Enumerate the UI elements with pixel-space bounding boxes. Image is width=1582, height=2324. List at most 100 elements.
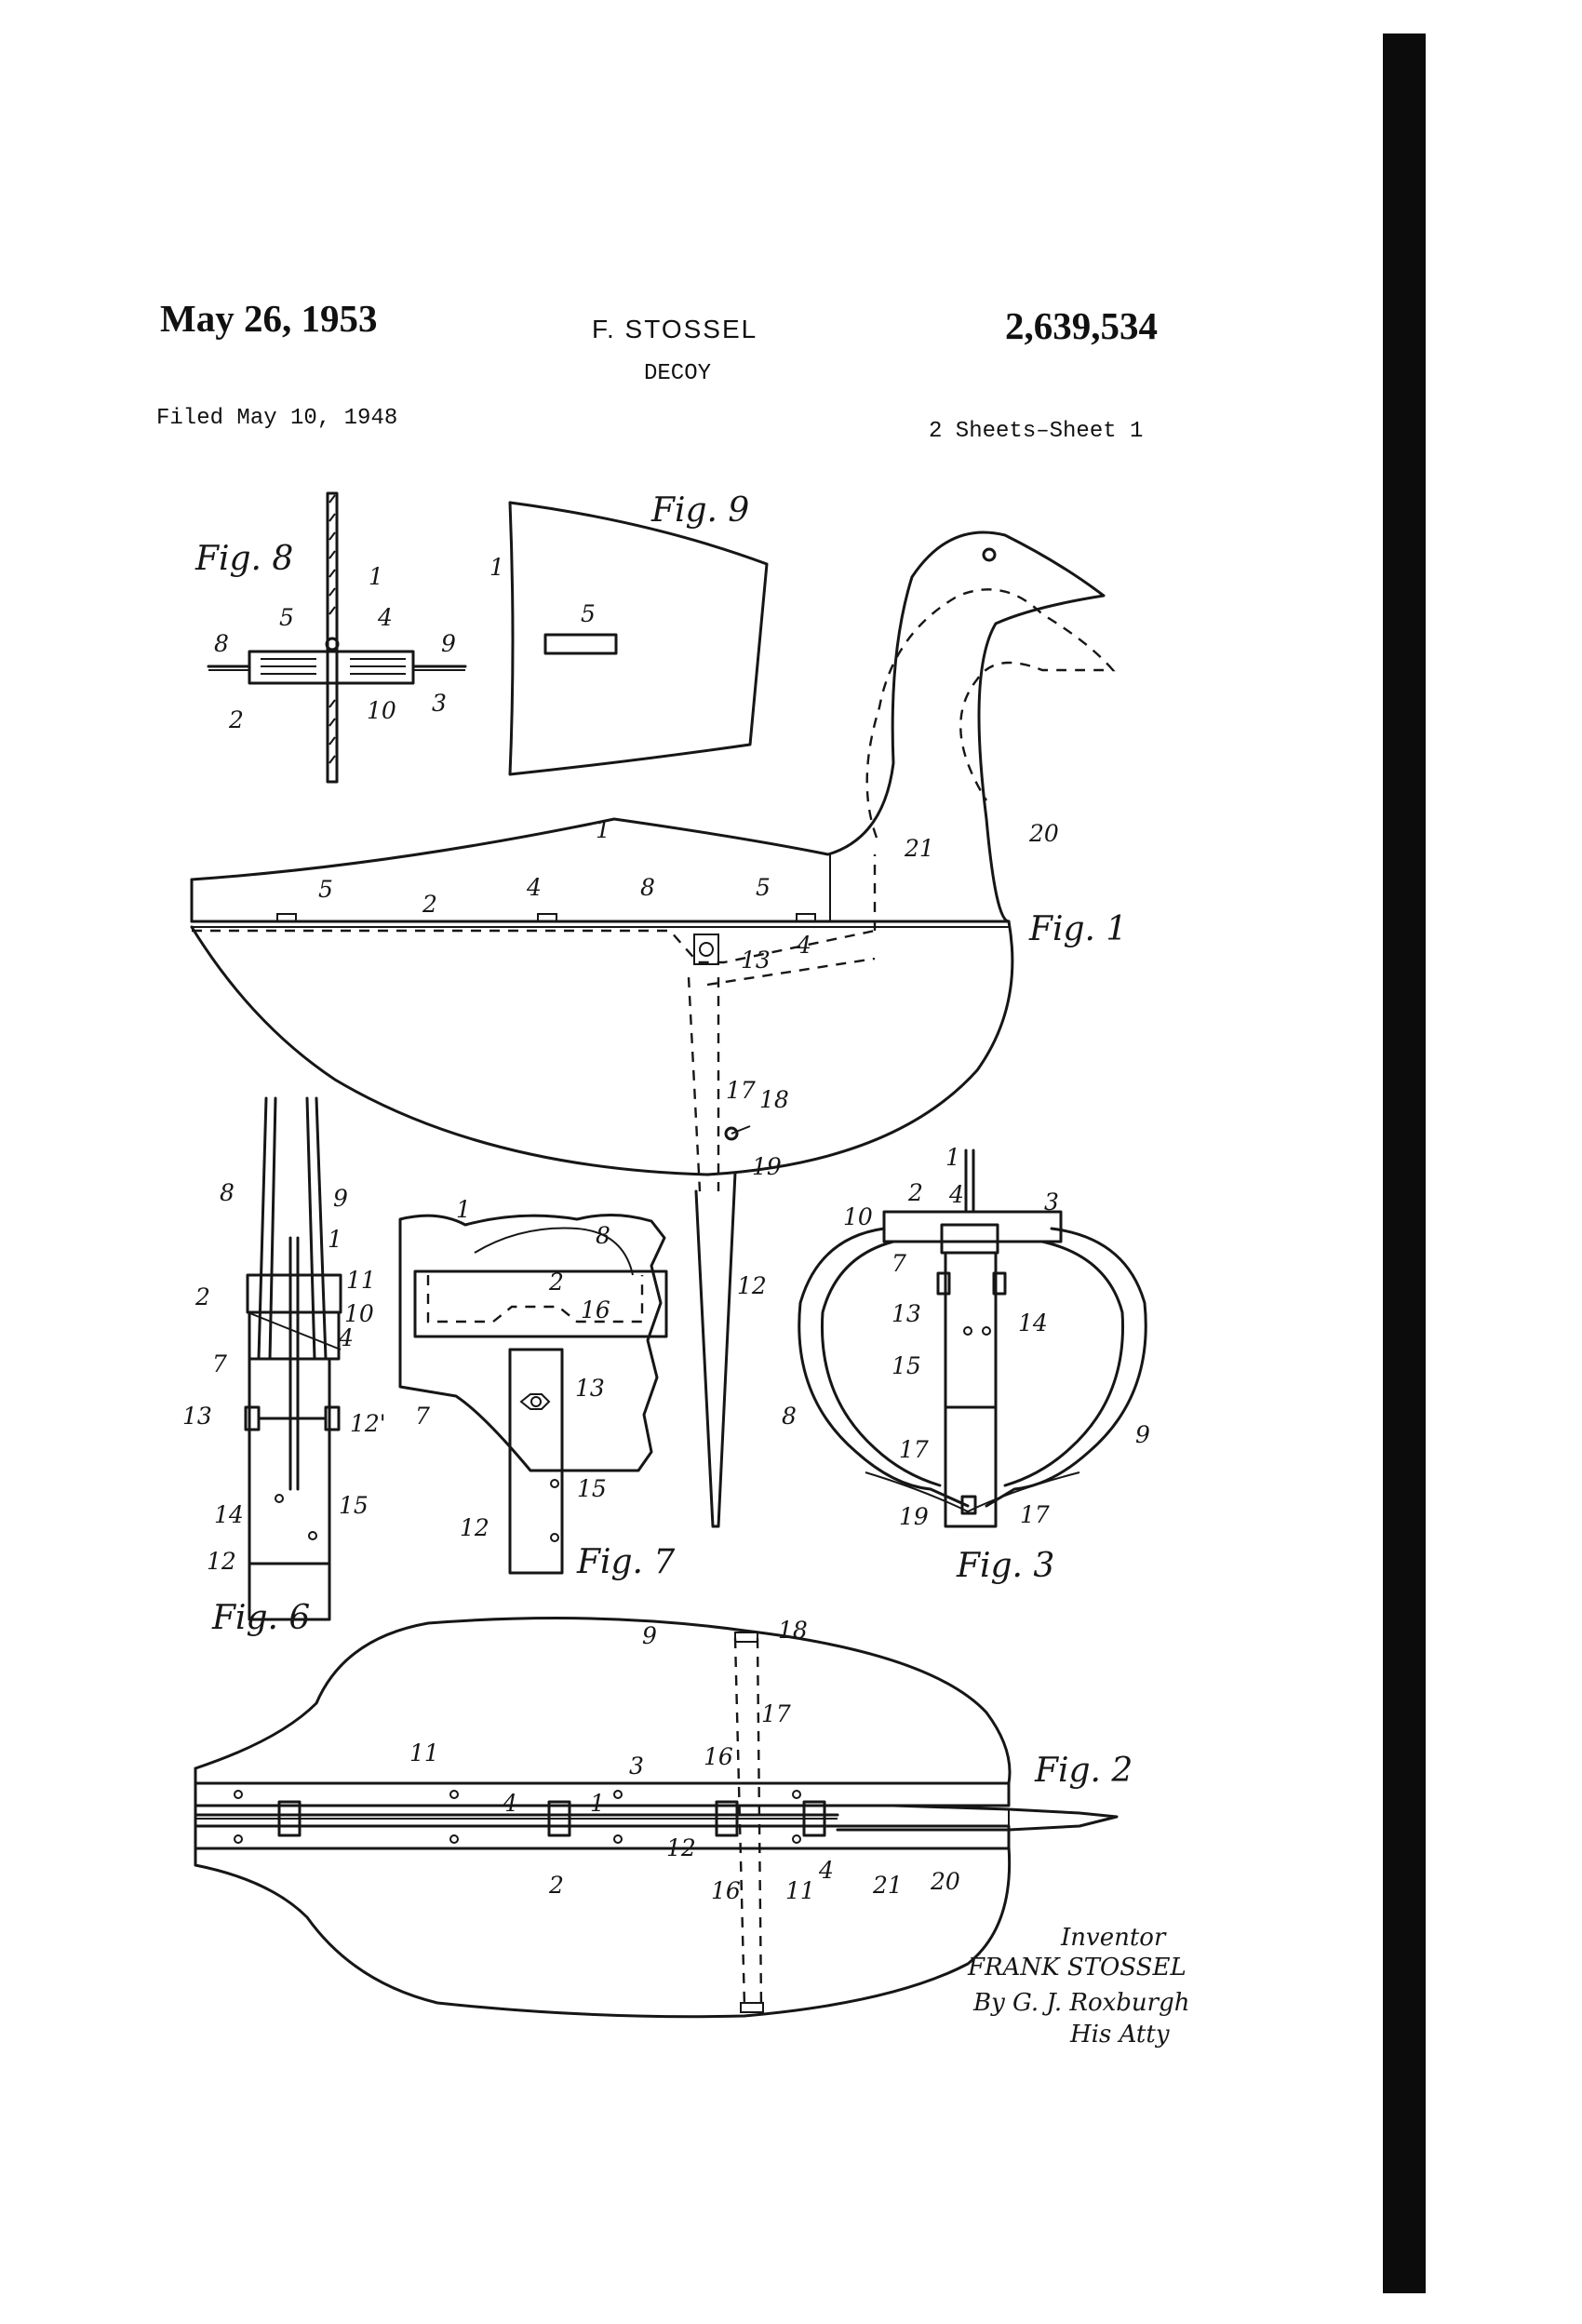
ref-16: 16 xyxy=(711,1877,741,1904)
scan-edge-bar xyxy=(1383,34,1426,2293)
ref-12-prime: 12' xyxy=(350,1410,386,1437)
ref-13: 13 xyxy=(575,1375,605,1402)
ref-3: 3 xyxy=(629,1753,644,1780)
ref-2: 2 xyxy=(907,1179,923,1206)
ref-3: 3 xyxy=(432,690,447,717)
inventor-name: F. STOSSEL xyxy=(592,315,758,343)
ref-8: 8 xyxy=(640,874,655,901)
fig6-end-view: 8 9 1 11 2 10 4 7 13 12' 14 15 12 Fig. 6 xyxy=(182,1096,386,1637)
ref-8: 8 xyxy=(782,1403,797,1430)
ref-8: 8 xyxy=(596,1222,610,1249)
fig9-panel: 1 5 Fig. 9 xyxy=(489,491,769,776)
ref-12: 12 xyxy=(460,1514,489,1541)
ref-11: 11 xyxy=(346,1267,376,1294)
ref-13: 13 xyxy=(182,1403,212,1430)
fig1-label: Fig. 1 xyxy=(1028,910,1127,948)
sheet-count: 2 Sheets–Sheet 1 xyxy=(929,419,1144,444)
ref-7: 7 xyxy=(892,1250,906,1277)
ref-1: 1 xyxy=(369,563,383,590)
ref-2: 2 xyxy=(422,891,437,918)
ref-17: 17 xyxy=(899,1436,929,1463)
ref-4: 4 xyxy=(502,1790,517,1817)
ref-17: 17 xyxy=(726,1077,756,1104)
ref-20: 20 xyxy=(930,1868,960,1895)
ref-17: 17 xyxy=(1020,1501,1050,1528)
ref-5: 5 xyxy=(756,874,771,901)
fig3-front-view: 1 2 4 3 10 7 13 14 15 8 9 17 17 19 Fig. … xyxy=(782,1144,1150,1585)
ref-20: 20 xyxy=(1028,820,1059,847)
ref-4: 4 xyxy=(377,604,393,631)
fig2-plan-view: 9 18 17 11 3 16 4 1 12 16 11 4 21 20 2 F… xyxy=(194,1617,1133,2019)
signature-attorney-title: His Atty xyxy=(1069,2021,1170,2049)
ref-8: 8 xyxy=(214,630,229,657)
fig6-label: Fig. 6 xyxy=(211,1599,310,1637)
signature-inventor-name: FRANK STOSSEL xyxy=(967,1954,1186,1981)
ref-10: 10 xyxy=(344,1300,374,1327)
signature-inventor-heading: Inventor xyxy=(1060,1924,1167,1952)
ref-2: 2 xyxy=(228,706,244,733)
ref-15: 15 xyxy=(577,1475,607,1502)
ref-19: 19 xyxy=(899,1503,929,1530)
ref-2: 2 xyxy=(548,1872,564,1899)
ref-7: 7 xyxy=(415,1403,430,1430)
ref-19: 19 xyxy=(752,1153,782,1180)
ref-1: 1 xyxy=(596,816,610,843)
ref-13: 13 xyxy=(892,1300,921,1327)
ref-2: 2 xyxy=(194,1283,210,1310)
ref-17: 17 xyxy=(761,1700,791,1727)
ref-10: 10 xyxy=(843,1203,873,1230)
ref-9: 9 xyxy=(1135,1421,1150,1448)
ref-18: 18 xyxy=(759,1086,789,1113)
fig8-label: Fig. 8 xyxy=(194,540,293,578)
ref-1: 1 xyxy=(945,1144,960,1171)
ref-21: 21 xyxy=(872,1872,903,1899)
ref-5: 5 xyxy=(581,600,596,627)
fig1-side-view: 1 5 2 4 8 5 4 13 21 20 17 18 19 12 Fig. … xyxy=(190,531,1127,1528)
ref-16: 16 xyxy=(581,1296,610,1323)
ref-1: 1 xyxy=(456,1196,471,1223)
ref-16: 16 xyxy=(704,1743,733,1770)
inventor-signature-block: Inventor FRANK STOSSEL By G. J. Roxburgh… xyxy=(967,1924,1189,2049)
ref-9: 9 xyxy=(333,1185,348,1212)
ref-5: 5 xyxy=(279,604,294,631)
fig8-cross-section: 1 5 4 8 9 2 10 3 Fig. 8 xyxy=(194,491,467,784)
ref-1: 1 xyxy=(590,1790,605,1817)
ref-2: 2 xyxy=(548,1269,564,1296)
ref-4: 4 xyxy=(948,1181,964,1208)
ref-7: 7 xyxy=(212,1350,227,1377)
patent-date: May 26, 1953 xyxy=(160,297,378,340)
patent-title: DECOY xyxy=(644,361,712,386)
ref-12: 12 xyxy=(207,1548,236,1575)
ref-15: 15 xyxy=(892,1352,921,1379)
ref-15: 15 xyxy=(339,1492,369,1519)
fig7-detail: 1 8 2 16 7 13 15 12 Fig. 7 xyxy=(398,1196,675,1581)
ref-10: 10 xyxy=(367,697,396,724)
ref-18: 18 xyxy=(778,1617,808,1644)
ref-12: 12 xyxy=(737,1272,767,1299)
ref-12: 12 xyxy=(666,1834,696,1861)
ref-5: 5 xyxy=(318,876,333,903)
ref-1: 1 xyxy=(328,1226,342,1253)
ref-4: 4 xyxy=(338,1324,354,1351)
ref-3: 3 xyxy=(1044,1189,1059,1216)
fig3-label: Fig. 3 xyxy=(956,1547,1054,1585)
ref-11: 11 xyxy=(409,1740,439,1767)
filing-date: Filed May 10, 1948 xyxy=(156,406,398,431)
ref-13: 13 xyxy=(741,947,771,974)
ref-4: 4 xyxy=(796,932,811,959)
ref-14: 14 xyxy=(1018,1310,1048,1337)
ref-4: 4 xyxy=(526,874,542,901)
fig7-label: Fig. 7 xyxy=(576,1543,675,1581)
ref-9: 9 xyxy=(642,1622,657,1649)
ref-14: 14 xyxy=(214,1501,244,1528)
ref-8: 8 xyxy=(220,1179,235,1206)
patent-number: 2,639,534 xyxy=(1005,304,1158,347)
fig2-label: Fig. 2 xyxy=(1034,1752,1133,1790)
ref-4: 4 xyxy=(818,1857,834,1884)
fig9-label: Fig. 9 xyxy=(650,491,749,530)
ref-21: 21 xyxy=(904,835,934,862)
ref-1: 1 xyxy=(489,554,504,581)
ref-11: 11 xyxy=(785,1877,815,1904)
